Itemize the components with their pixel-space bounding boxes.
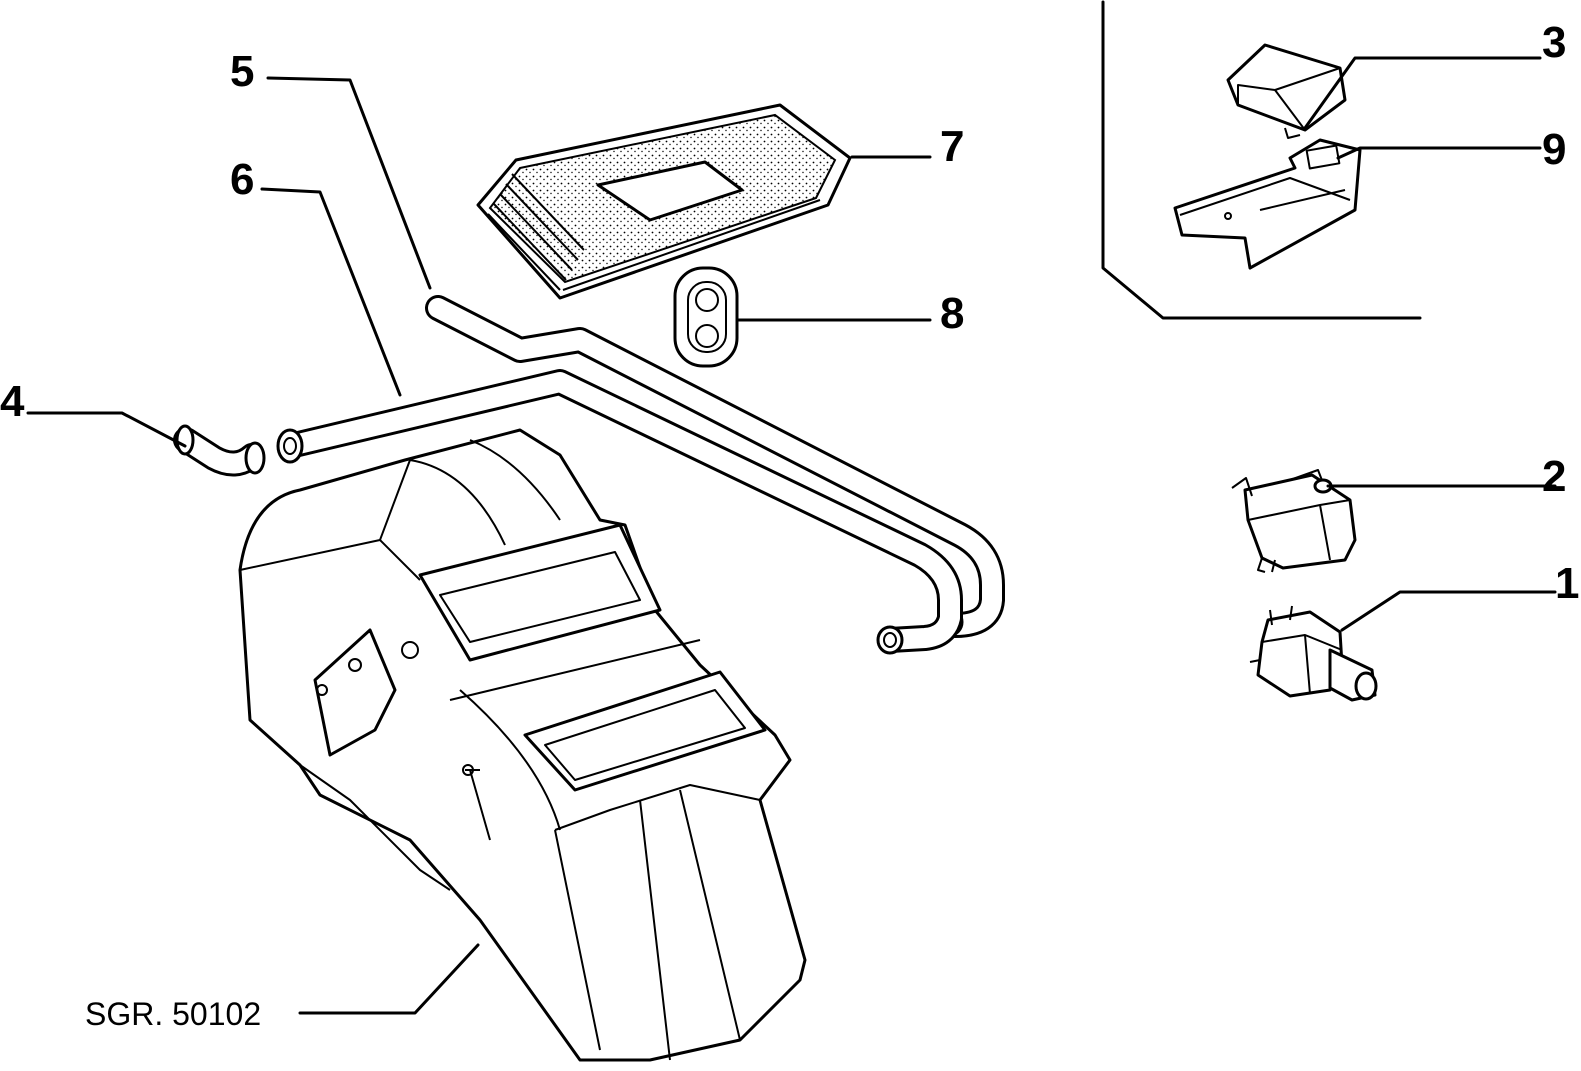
leader-lines — [26, 56, 1557, 1015]
rotary-switch-part-1 — [1249, 605, 1378, 702]
callout-9: 9 — [1542, 125, 1566, 174]
heater-box-housing — [238, 428, 807, 1062]
callout-4: 4 — [0, 377, 25, 426]
leader-5 — [266, 76, 432, 290]
callout-6: 6 — [230, 155, 254, 204]
callout-7: 7 — [940, 122, 964, 171]
callout-1: 1 — [1555, 559, 1579, 608]
leader-3 — [1303, 56, 1542, 130]
leader-6 — [260, 187, 402, 397]
leader-1 — [1340, 590, 1557, 632]
leader-code — [298, 943, 480, 1015]
grommet-part-8 — [673, 266, 739, 368]
leader-4 — [26, 411, 187, 448]
callout-5: 5 — [230, 47, 254, 96]
inset-panel-border — [1101, 0, 1422, 320]
micro-switch-part-2 — [1231, 469, 1357, 573]
callout-2: 2 — [1542, 452, 1566, 501]
relay-part-3 — [1226, 43, 1347, 139]
leader-9 — [1336, 146, 1542, 160]
heater-core-part-7 — [476, 103, 852, 300]
pipe-part-6 — [276, 369, 963, 655]
reference-code: SGR. 50102 — [85, 996, 261, 1032]
callout-8: 8 — [940, 289, 964, 338]
bent-hose-part-4 — [173, 424, 266, 477]
bracket-part-9 — [1173, 138, 1362, 270]
callout-3: 3 — [1542, 18, 1566, 67]
